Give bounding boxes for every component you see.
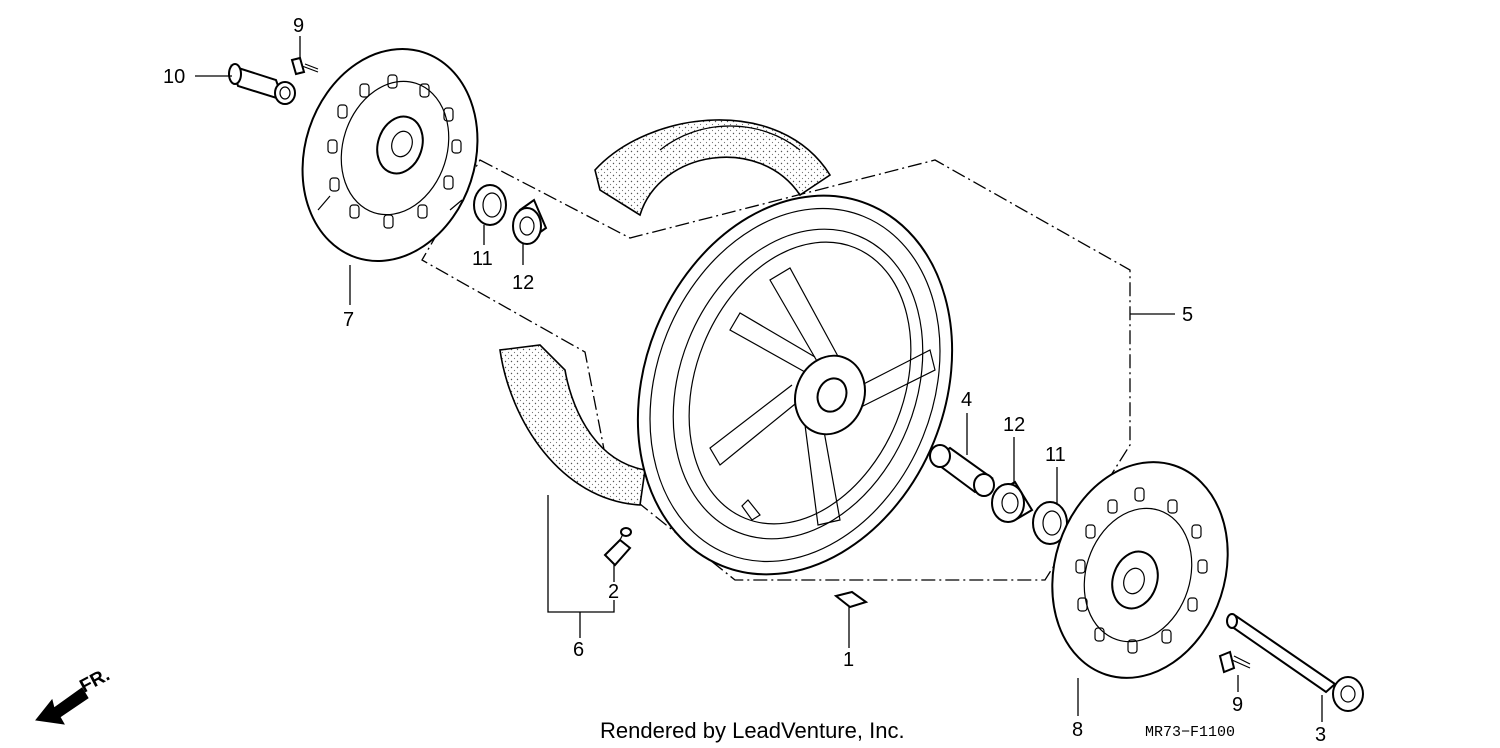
part-3-axle[interactable] [1226, 613, 1364, 712]
arrow-front-icon [35, 687, 89, 725]
part-11-bearing-upper[interactable] [473, 184, 507, 226]
callout-9-upper: 9 [293, 15, 304, 37]
tube-lower-half[interactable] [499, 344, 646, 506]
assembly-outline [421, 159, 1131, 581]
leader-lines [195, 36, 1323, 722]
callout-10: 10 [163, 66, 185, 88]
callout-11-lower: 11 [1045, 444, 1066, 466]
part-9-bolt-upper[interactable] [290, 56, 319, 76]
callout-9-lower: 9 [1232, 694, 1243, 716]
part-12-bearing-lower[interactable] [991, 480, 1034, 523]
callout-3: 3 [1315, 724, 1326, 746]
credit-text: Rendered by LeadVenture, Inc. [600, 718, 905, 743]
callout-11-upper: 11 [472, 248, 493, 270]
part-10-collar[interactable] [228, 63, 296, 105]
callout-1: 1 [843, 649, 854, 671]
callout-5: 5 [1182, 304, 1193, 326]
part-11-bearing-lower[interactable] [1032, 501, 1068, 545]
part-8-brake-disc-right[interactable] [1025, 439, 1255, 701]
part-1-balance-weight[interactable] [833, 590, 869, 609]
part-9-bolt-lower[interactable] [1218, 650, 1251, 674]
callout-labels: 10 9 7 11 12 5 4 12 11 2 6 1 8 9 3 [163, 15, 1326, 746]
part-2-valve[interactable] [603, 527, 632, 567]
callout-12-lower: 12 [1003, 414, 1025, 436]
part-12-bearing-upper[interactable] [512, 198, 548, 245]
callout-4: 4 [961, 389, 972, 411]
front-direction-indicator: FR. [35, 665, 113, 725]
part-7-brake-disc-left[interactable] [276, 26, 504, 284]
callout-7: 7 [343, 309, 354, 331]
wheel-rim[interactable] [583, 148, 1007, 622]
diagram-code: MR73−F1100 [1145, 724, 1235, 741]
callout-2: 2 [608, 581, 619, 603]
callout-6: 6 [573, 639, 584, 661]
callout-12-upper: 12 [512, 272, 534, 294]
callout-8: 8 [1072, 719, 1083, 741]
tire-upper-half[interactable] [594, 119, 832, 217]
part-4-spacer[interactable] [929, 444, 995, 497]
